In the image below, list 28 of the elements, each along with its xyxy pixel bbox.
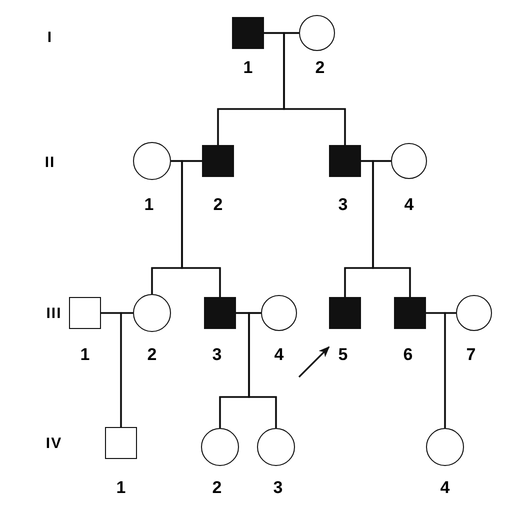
individual-number: 5 [338,345,348,365]
individual-number: 1 [144,195,154,215]
descent-line [444,312,456,428]
individual-number: 1 [116,478,126,498]
individual-number: 7 [466,345,476,365]
descent-line [181,160,221,297]
individual-number: 3 [273,478,283,498]
descent-line [248,312,277,428]
individual-number: 4 [274,345,284,365]
individual-number: 6 [403,345,413,365]
generation-numeral: III [46,305,62,323]
generation-numeral: IV [46,435,62,453]
individual-number: 2 [212,478,222,498]
individual-number: 1 [243,58,253,78]
individual-number: 2 [315,58,325,78]
individual-number: 4 [404,195,414,215]
pointer-arrow [298,346,330,378]
descent-line [283,32,346,145]
individual-number: 2 [147,345,157,365]
individual-number: 2 [213,195,223,215]
generation-numeral: I [47,29,53,47]
descent-line [120,312,133,427]
generation-numeral: II [44,154,56,172]
individual-number: 4 [440,478,450,498]
individual-number: 3 [212,345,222,365]
individual-number: 1 [80,345,90,365]
individual-number: 3 [338,195,348,215]
descent-line [372,160,411,297]
